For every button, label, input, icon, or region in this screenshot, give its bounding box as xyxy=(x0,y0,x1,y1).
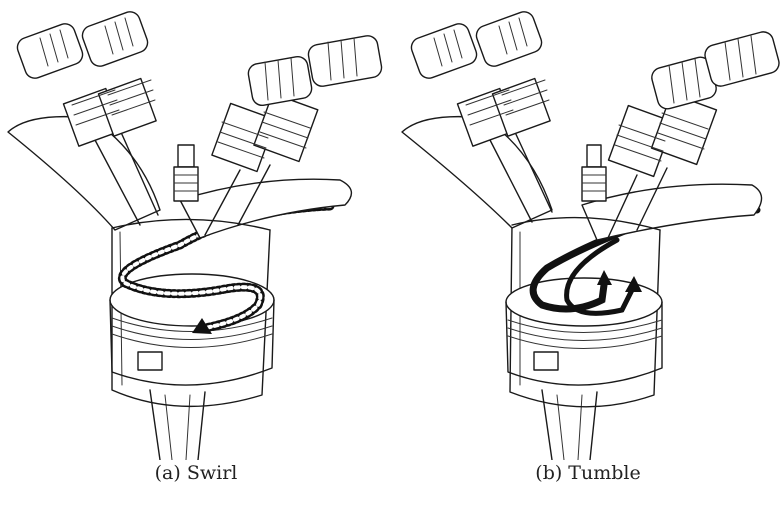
spark-plug xyxy=(582,145,606,201)
panel-tumble: (b) Tumble xyxy=(392,0,784,509)
panel-swirl: (a) Swirl xyxy=(0,0,392,509)
engine-drawing-tumble xyxy=(392,0,784,460)
connecting-rod xyxy=(150,390,205,460)
piston xyxy=(506,278,662,385)
spark-plug xyxy=(174,145,198,201)
connecting-rod xyxy=(542,390,597,460)
caption-swirl: (a) Swirl xyxy=(0,462,392,484)
caption-tumble: (b) Tumble xyxy=(392,462,784,484)
engine-drawing-swirl xyxy=(0,0,392,460)
